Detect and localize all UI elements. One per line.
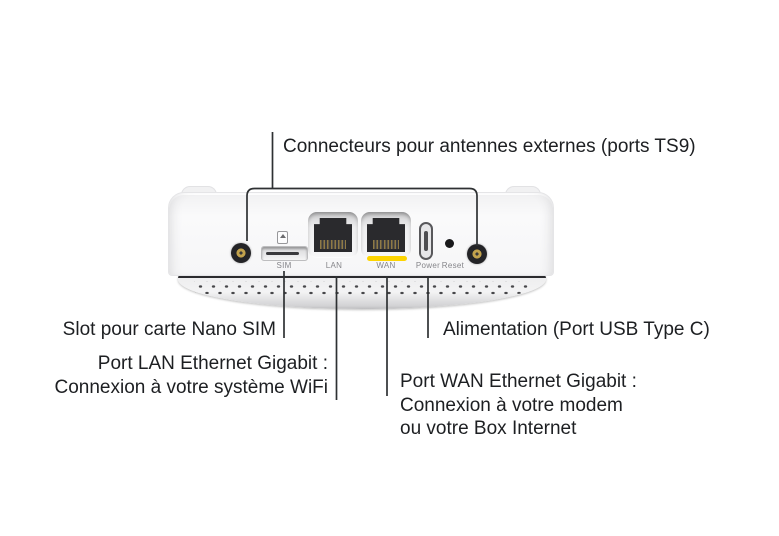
caption-wan-port: Port WAN Ethernet Gigabit : Connexion à … xyxy=(400,370,637,441)
caption-sim-slot: Slot pour carte Nano SIM xyxy=(62,319,276,340)
caption-wan-line1: Port WAN Ethernet Gigabit : xyxy=(400,371,637,392)
caption-antennas: Connecteurs pour antennes externes (port… xyxy=(283,136,696,157)
wan-rj45-pins xyxy=(373,240,399,249)
wan-rj45-jack xyxy=(367,218,405,252)
port-label-wan: WAN xyxy=(376,261,396,270)
lan-ethernet-port xyxy=(308,212,358,258)
sim-slot-opening xyxy=(266,252,299,255)
caption-lan-port: Port LAN Ethernet Gigabit : Connexion à … xyxy=(0,352,329,399)
lan-rj45-jack xyxy=(314,218,352,252)
wan-ethernet-port xyxy=(361,212,411,258)
port-label-reset: Reset xyxy=(441,261,465,270)
caption-lan-line1: Port LAN Ethernet Gigabit : xyxy=(97,353,328,374)
caption-wan-line2: Connexion à votre modem xyxy=(400,394,623,416)
caption-lan-line2: Connexion à votre système WiFi xyxy=(54,376,329,398)
ts9-antenna-connector-left xyxy=(231,243,251,263)
wan-yellow-stripe xyxy=(367,256,407,261)
sim-card-icon xyxy=(277,231,288,244)
ts9-antenna-connector-right xyxy=(467,244,487,264)
reset-pinhole xyxy=(445,239,454,248)
port-label-sim: SIM xyxy=(276,261,292,270)
ventilation-holes xyxy=(194,281,530,298)
port-label-lan: LAN xyxy=(325,261,343,270)
port-label-power: Power xyxy=(415,261,441,270)
callout-bracket-antennas xyxy=(246,187,478,246)
caption-power-port: Alimentation (Port USB Type C) xyxy=(443,319,710,340)
usb-c-power-port xyxy=(419,222,433,260)
nano-sim-slot xyxy=(261,246,308,261)
caption-wan-line3: ou votre Box Internet xyxy=(400,418,577,439)
lan-rj45-pins xyxy=(320,240,346,249)
